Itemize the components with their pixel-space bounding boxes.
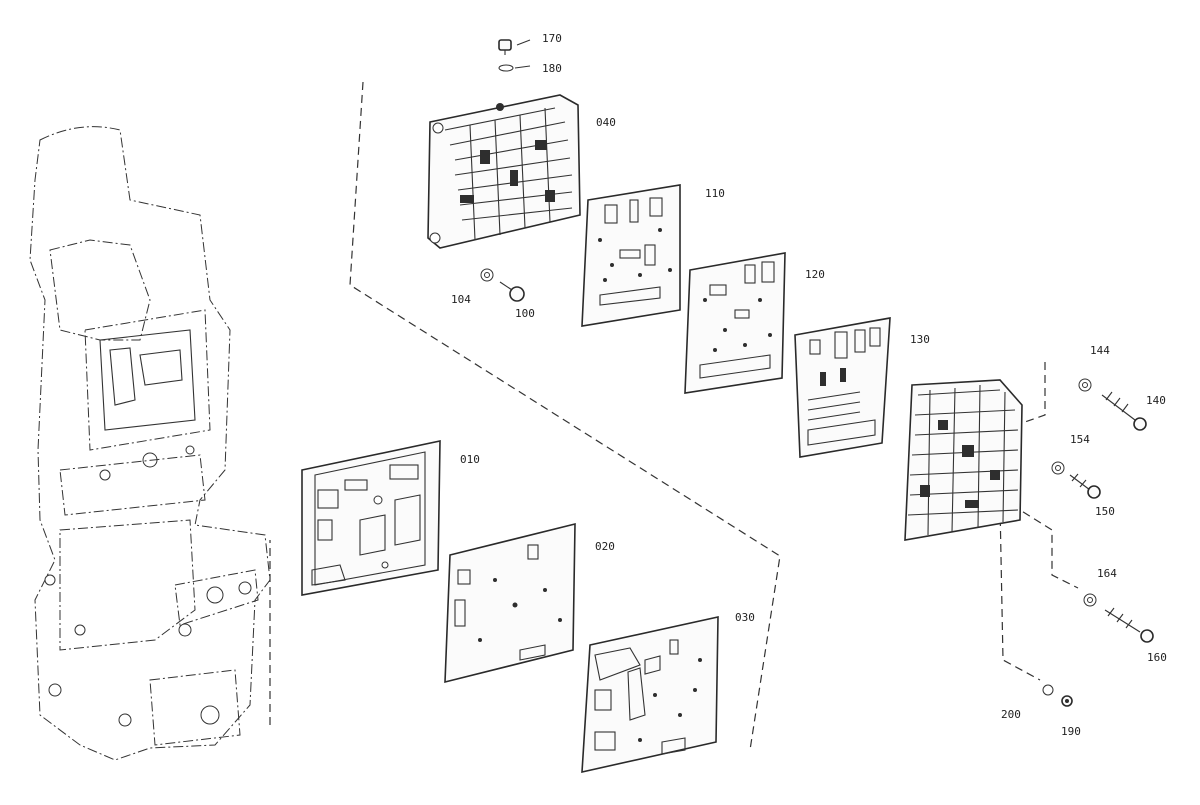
- plate-020: [444, 522, 576, 684]
- screw-170: [498, 39, 531, 55]
- washer-104: [480, 268, 494, 282]
- gasket-010: [301, 440, 441, 596]
- label-130: 130: [910, 333, 930, 346]
- bolt-100: [499, 281, 525, 302]
- label-110: 110: [705, 187, 725, 200]
- label-190: 190: [1061, 725, 1081, 738]
- assembly-dash-lines: [269, 81, 1079, 751]
- plate-110: [581, 184, 681, 327]
- transmission-housing: [29, 126, 271, 761]
- bolt-140: [1101, 391, 1147, 431]
- washer-164: [1083, 593, 1097, 607]
- label-160: 160: [1147, 651, 1167, 664]
- nut-190: [1061, 695, 1073, 707]
- washer-144: [1078, 378, 1092, 392]
- label-180: 180: [542, 62, 562, 75]
- plate-120: [684, 252, 786, 394]
- label-144: 144: [1090, 344, 1110, 357]
- label-010: 010: [460, 453, 480, 466]
- label-100: 100: [515, 307, 535, 320]
- label-104: 104: [451, 293, 471, 306]
- label-170: 170: [542, 32, 562, 45]
- valve-block: [904, 379, 1023, 541]
- plate-030: [581, 616, 719, 774]
- label-154: 154: [1070, 433, 1090, 446]
- valve-body-040: [427, 94, 581, 249]
- ring-200: [1042, 684, 1054, 696]
- label-040: 040: [596, 116, 616, 129]
- bolt-160: [1104, 607, 1154, 643]
- label-120: 120: [805, 268, 825, 281]
- bolt-150: [1069, 473, 1101, 499]
- label-150: 150: [1095, 505, 1115, 518]
- plate-130: [794, 317, 891, 458]
- label-200: 200: [1001, 708, 1021, 721]
- part-labels: 170 180 040 110 120 130 104 100 144 140 …: [451, 32, 1167, 738]
- label-020: 020: [595, 540, 615, 553]
- ring-180: [498, 64, 531, 72]
- washer-154: [1051, 461, 1065, 475]
- label-140: 140: [1146, 394, 1166, 407]
- label-164: 164: [1097, 567, 1117, 580]
- label-030: 030: [735, 611, 755, 624]
